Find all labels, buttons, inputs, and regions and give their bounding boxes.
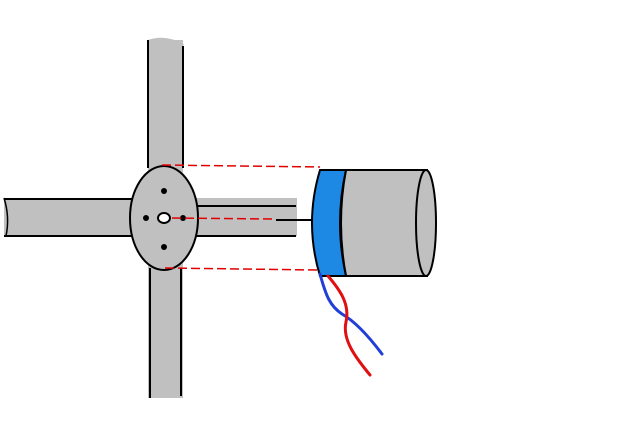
motor	[311, 169, 437, 277]
center-shaft-hole	[157, 212, 171, 224]
guide-middle	[171, 217, 273, 220]
wires	[318, 272, 384, 377]
vertical-pipe-top-cap	[147, 37, 184, 48]
guide-top	[161, 164, 321, 168]
mount-hole-bottom	[161, 244, 167, 250]
motor-body	[336, 170, 428, 276]
alignment-guides	[161, 164, 321, 271]
mount-hole-right	[180, 215, 186, 221]
wire-red	[326, 274, 372, 377]
mount-hole-top	[161, 188, 167, 194]
mount-hole-left	[143, 215, 149, 221]
horizontal-pipe-left-cap	[3, 197, 9, 237]
motor-end-face	[415, 169, 437, 277]
cross-pipe	[3, 37, 297, 398]
motor-band-inner-edge	[339, 169, 347, 277]
wire-blue	[318, 272, 384, 356]
